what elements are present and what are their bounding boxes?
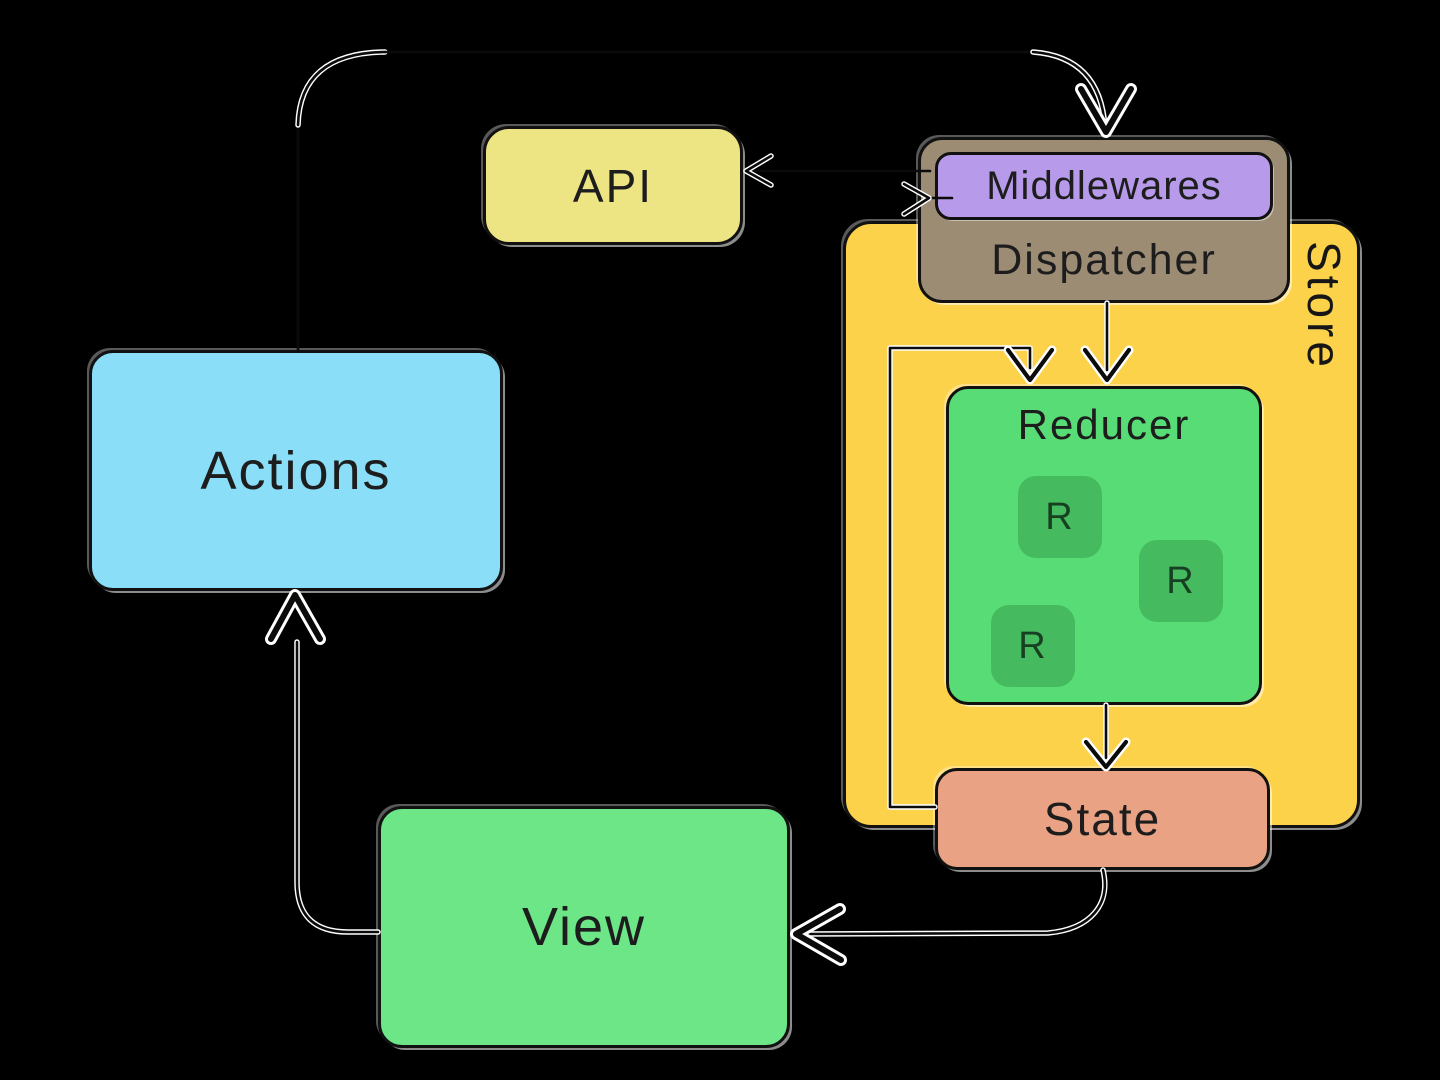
store-label: Store xyxy=(1298,241,1350,371)
node-reducer: Reducer R R R xyxy=(946,386,1262,705)
edge-arrow-into-api xyxy=(743,153,932,188)
node-middlewares: Middlewares xyxy=(935,152,1273,220)
api-label: API xyxy=(572,159,654,212)
edge-arrow-state-to-view xyxy=(790,867,1108,966)
node-dispatcher: Middlewares Dispatcher xyxy=(918,137,1290,303)
node-actions: Actions xyxy=(89,350,503,591)
reducer-chip: R xyxy=(991,605,1075,687)
node-api: API xyxy=(483,126,743,245)
dispatcher-label: Dispatcher xyxy=(991,235,1217,284)
reducer-label: Reducer xyxy=(1017,401,1191,448)
middlewares-label: Middlewares xyxy=(986,163,1222,208)
state-label: State xyxy=(1043,793,1162,845)
actions-label: Actions xyxy=(200,440,392,501)
reducer-chip: R xyxy=(1139,540,1223,622)
edge-arrow-into-dispatcher-top xyxy=(1030,49,1137,138)
view-label: View xyxy=(521,897,647,957)
reducer-chip: R xyxy=(1018,476,1102,558)
edge-arrow-view-to-actions xyxy=(265,589,381,935)
node-view: View xyxy=(378,806,790,1048)
node-state: State xyxy=(935,768,1270,870)
